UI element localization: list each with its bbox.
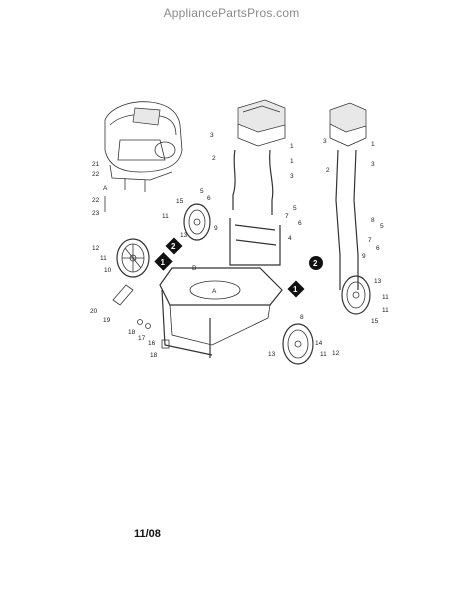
footer-date: 11/08 bbox=[134, 528, 161, 540]
callout-12: 12 bbox=[92, 245, 100, 252]
callout-r5: 5 bbox=[380, 223, 384, 230]
callout-6b: 6 bbox=[298, 220, 302, 227]
marker-2-left: 2 bbox=[165, 237, 183, 255]
right-frame bbox=[329, 102, 371, 315]
callout-a: A bbox=[103, 185, 108, 192]
callout-r11: 11 bbox=[382, 294, 389, 301]
callout-7: 7 bbox=[285, 213, 289, 220]
svg-text:2: 2 bbox=[171, 242, 176, 251]
callout-18: 18 bbox=[128, 329, 136, 336]
axle-parts bbox=[112, 284, 170, 349]
callout-4: 4 bbox=[288, 235, 292, 242]
engine-assembly bbox=[104, 101, 183, 192]
cart-frame: A B bbox=[159, 218, 283, 358]
upper-wheel bbox=[183, 203, 211, 241]
callout-1b: 1 bbox=[290, 158, 294, 165]
callout-11b: 11 bbox=[162, 213, 169, 220]
callout-r11b: 11 bbox=[382, 307, 389, 314]
callout-r13: 13 bbox=[374, 278, 382, 285]
callout-17: 17 bbox=[138, 335, 146, 342]
callout-9: 9 bbox=[214, 225, 218, 232]
marker-1-left: 1 bbox=[154, 252, 173, 271]
watermark-text: AppliancePartsPros.com bbox=[163, 6, 300, 20]
callout-r6: 6 bbox=[376, 245, 380, 252]
callout-20: 20 bbox=[90, 308, 98, 315]
callout-3b: 3 bbox=[290, 173, 294, 180]
svg-text:2: 2 bbox=[313, 259, 318, 268]
callout-r9: 9 bbox=[362, 253, 366, 260]
callout-tray-a: A bbox=[212, 288, 217, 295]
callout-23: 23 bbox=[92, 210, 100, 217]
callout-16: 16 bbox=[148, 340, 156, 347]
svg-text:1: 1 bbox=[161, 258, 166, 267]
callout-8: 8 bbox=[300, 314, 304, 321]
callout-r7: 7 bbox=[368, 237, 372, 244]
callout-r3b: 3 bbox=[371, 161, 375, 168]
lower-wheel bbox=[282, 323, 314, 365]
callout-5b: 5 bbox=[293, 205, 297, 212]
callout-r1: 1 bbox=[371, 141, 375, 148]
callout-19: 19 bbox=[103, 317, 111, 324]
callout-14: 14 bbox=[315, 340, 323, 347]
callout-r3: 3 bbox=[323, 138, 327, 145]
callout-3: 3 bbox=[210, 132, 214, 139]
callout-1: 1 bbox=[290, 143, 294, 150]
callout-tray-b: B bbox=[192, 265, 196, 272]
callout-12b: 12 bbox=[332, 350, 340, 357]
left-wheel bbox=[116, 238, 150, 278]
callout-2: 2 bbox=[212, 155, 216, 162]
callout-13b: 13 bbox=[268, 351, 276, 358]
marker-1-right: 1 bbox=[287, 280, 305, 298]
handle-assembly bbox=[232, 99, 286, 215]
callout-15: 15 bbox=[176, 198, 184, 205]
callout-11: 11 bbox=[100, 255, 107, 262]
callout-r15: 15 bbox=[371, 318, 379, 325]
callout-22b: 22 bbox=[92, 197, 100, 204]
callout-5: 5 bbox=[200, 188, 204, 195]
callout-11c: 11 bbox=[320, 351, 327, 358]
callout-r8: 8 bbox=[371, 217, 375, 224]
callout-22: 22 bbox=[92, 171, 100, 178]
callout-13: 13 bbox=[180, 232, 188, 239]
marker-2-right: 2 bbox=[309, 256, 323, 270]
callout-21: 21 bbox=[92, 161, 100, 168]
svg-text:1: 1 bbox=[293, 285, 298, 294]
callout-10: 10 bbox=[104, 267, 112, 274]
callout-r2: 2 bbox=[326, 167, 330, 174]
callout-6: 6 bbox=[207, 195, 211, 202]
callout-18b: 18 bbox=[150, 352, 158, 359]
